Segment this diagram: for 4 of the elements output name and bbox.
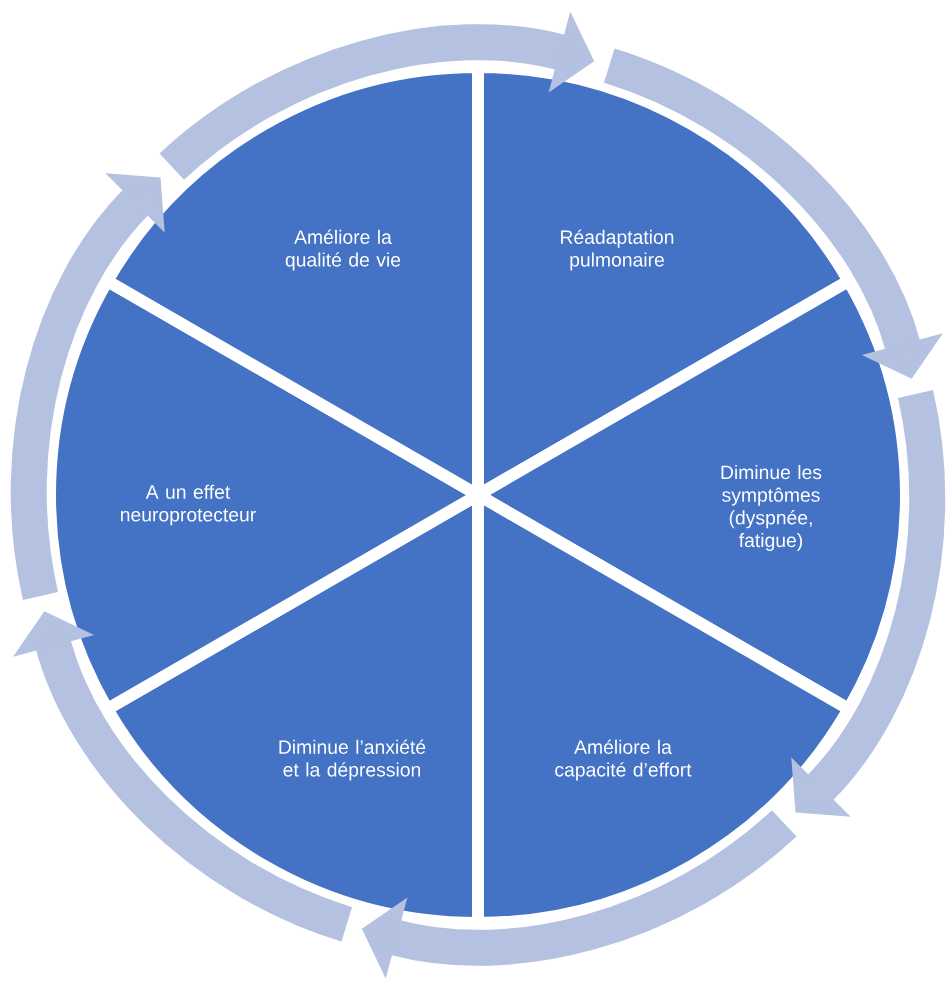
node-label: Diminue l’anxiété et la dépression (279, 739, 426, 781)
node-label: Réadaptation pulmonaire (561, 229, 674, 271)
node-label: Diminue les symptômes (dyspnée, fatigue) (721, 464, 822, 552)
node-label: Améliore la capacité d’effort (555, 739, 692, 781)
